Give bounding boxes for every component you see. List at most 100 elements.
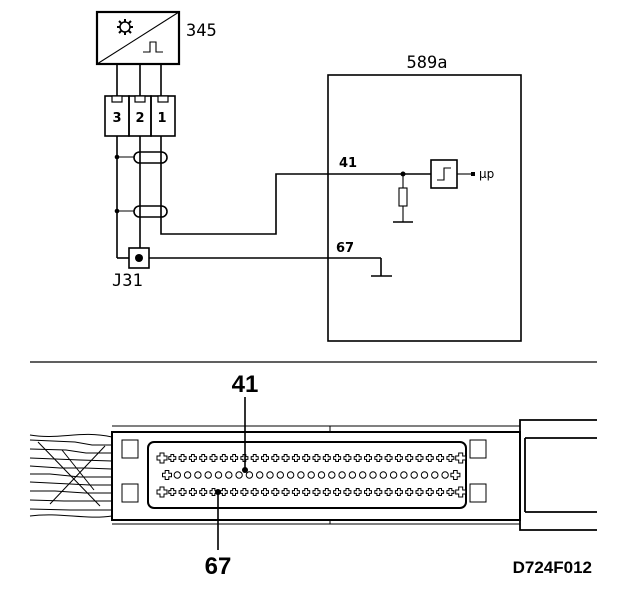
connector-pin [219,454,228,462]
connector-pin [441,471,449,479]
connector-pin-label: 3 [112,111,121,126]
output-arrow-icon [471,172,475,176]
shield-ring [133,151,168,164]
sensor-345: 345 [95,10,217,66]
connector-pin [240,488,249,496]
connector-pin [209,488,218,496]
connector-pin [455,486,467,498]
connector-pin [348,471,357,479]
connector-pin [199,454,208,462]
pulse-icon [143,41,163,53]
connector-tab [111,95,123,103]
gear-icon [117,19,133,35]
connector-pin-label: 2 [135,111,144,126]
connector-pin [379,471,387,479]
pulldown-resistor [398,187,408,207]
connector-pin [317,471,326,479]
connector-pin [328,471,336,479]
connector-pin [188,488,197,496]
cable-bundle [29,433,113,518]
connector-pin [420,471,429,479]
connector-pin [446,454,455,462]
sensor-diagonal [96,11,180,65]
connector-pin [450,470,461,480]
latch-lever [519,419,597,531]
connector-pin [168,454,177,462]
connector-pin [307,471,315,479]
connector-pin [183,471,192,479]
connector-pin [168,488,177,496]
connector-pin [343,488,352,496]
connector-pin [415,488,424,496]
connector-pin [431,471,439,479]
connector-pin [291,488,300,496]
connector-pin [364,454,372,462]
ecu-connector-view: 41 67 [29,371,597,580]
ground-point-j31: J31 [112,247,328,291]
connector-pin [425,454,434,462]
connector-pin [410,471,418,479]
connector-pin [245,471,254,479]
connector-pin [286,471,295,479]
connector-pin [394,454,403,462]
connector-pin [199,488,208,496]
connector-pin [266,471,274,479]
sensor-id-label: 345 [186,21,217,41]
connector-pin [302,454,311,462]
connector-pin [261,488,269,496]
connector-pin [173,471,182,479]
connector-pin [364,488,372,496]
connector-pin [194,471,202,479]
callout-dot-41 [242,467,248,473]
connector-pin [204,471,212,479]
pin-67-label: 67 [336,241,354,256]
connector-pin [353,488,362,496]
connector-pin [384,488,393,496]
connector-pin [156,452,168,464]
connector-pin [230,454,239,462]
callout-41: 41 [232,371,259,398]
control-unit-id-label: 589a [407,53,448,73]
connector-pin [256,471,264,479]
connector-pin [230,488,239,496]
connector-pin [297,471,305,479]
shield-junction [114,154,120,160]
connector-pin [333,488,342,496]
connector-pin [359,471,367,479]
sensor-box [95,10,181,66]
connector-pin [400,471,408,479]
connector-pin [235,471,243,479]
connector-pin [271,488,280,496]
connector-pin [333,454,342,462]
sensor-connector: 3 2 1 [104,95,176,137]
connector-pin [425,488,434,496]
connector-pin [436,488,445,496]
connector-pin [322,454,331,462]
connector-pin [405,454,414,462]
connector-pin [405,488,414,496]
connector-pin [322,488,331,496]
ground-point-label: J31 [112,271,143,291]
connector-pin [178,488,187,496]
connector-pin-label: 1 [157,111,166,126]
connector-pin [312,488,321,496]
housing-latch [469,483,487,503]
connector-pin [389,471,398,479]
callout-67: 67 [205,553,232,580]
housing-latch [469,439,487,459]
connector-pin [302,488,311,496]
callout-dot-67 [215,489,221,495]
connector-pin [276,471,284,479]
connector-pin [415,454,424,462]
pin-41-label: 41 [339,156,357,171]
connector-pin [291,454,300,462]
connector-pin [384,454,393,462]
connector-pin [455,452,467,464]
schmitt-trigger-icon [437,167,451,181]
connector-pin [353,454,362,462]
shield-ring [133,205,168,218]
cable-shield [114,151,168,218]
connector-pin [178,454,187,462]
connector-pin [250,454,259,462]
